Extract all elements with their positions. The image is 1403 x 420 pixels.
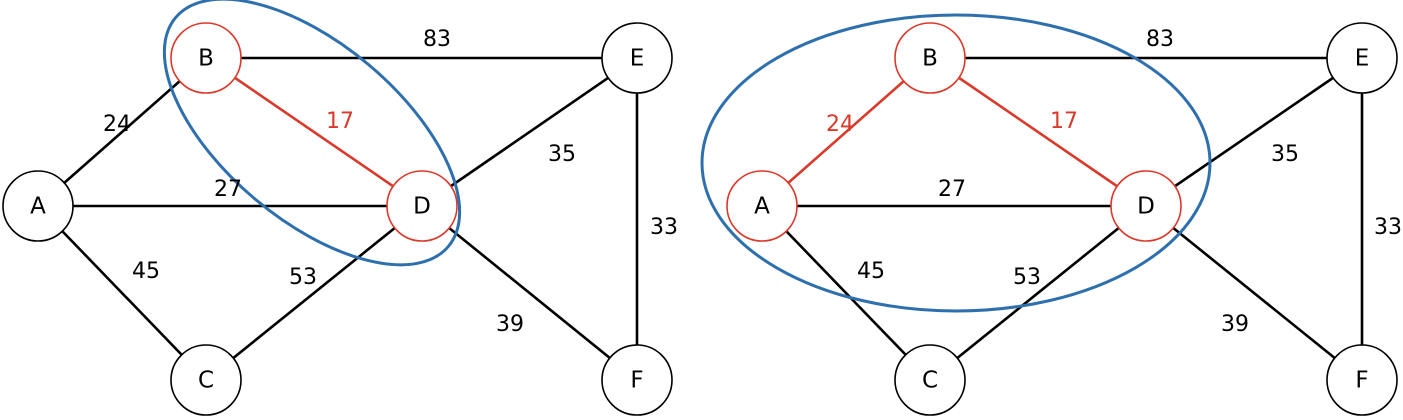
edge-d-f [1144, 204, 1364, 382]
edge-c-d [204, 204, 424, 382]
node-label: E [630, 46, 645, 72]
node-label: E [1355, 46, 1370, 72]
edge-d-e [420, 56, 639, 208]
node-label: B [198, 46, 214, 72]
edge-weight-d-f: 39 [1221, 312, 1249, 337]
node-circle [894, 344, 966, 416]
node-a: A [2, 170, 74, 242]
edge-a-b [760, 56, 932, 208]
edge-weight-e-f: 33 [1374, 215, 1402, 240]
edge-weight-b-d: 17 [1050, 109, 1078, 134]
node-label: D [413, 194, 431, 220]
edge-weight-d-f: 39 [496, 312, 524, 337]
node-label: C [198, 368, 214, 394]
edge-a-b [36, 56, 208, 208]
graph-panel-left: B E A D C F 83 24 17 27 35 33 45 53 39 [2, 0, 678, 416]
edge-weight-c-d: 53 [1013, 265, 1041, 290]
node-d: D [1110, 170, 1182, 242]
node-a: A [726, 170, 798, 242]
edge-d-f [420, 204, 639, 382]
node-f: F [1326, 344, 1398, 416]
node-label: C [922, 368, 938, 394]
edge-weight-d-e: 35 [1271, 142, 1299, 167]
node-d: D [386, 170, 458, 242]
cluster-ellipse [700, 13, 1212, 313]
node-circle [726, 170, 798, 242]
node-circle [1110, 170, 1182, 242]
edge-weight-e-f: 33 [650, 215, 678, 240]
edge-weight-a-b: 24 [103, 112, 131, 137]
node-label: F [1355, 368, 1368, 394]
node-c: C [894, 344, 966, 416]
edge-a-c [760, 204, 932, 382]
node-circle [386, 170, 458, 242]
edge-weight-a-c: 45 [857, 259, 885, 284]
node-label: B [922, 46, 938, 72]
edge-b-d [928, 56, 1148, 208]
node-label: F [630, 368, 643, 394]
edge-weight-c-d: 53 [289, 265, 317, 290]
node-circle [170, 22, 242, 94]
edge-weight-d-e: 35 [548, 142, 576, 167]
edge-b-d [204, 56, 424, 208]
node-b: B [894, 22, 966, 94]
node-c: C [170, 344, 242, 416]
edge-weight-a-c: 45 [132, 259, 160, 284]
edge-weight-a-b: 24 [826, 112, 854, 137]
edge-weight-b-d: 17 [326, 109, 354, 134]
node-circle [1326, 344, 1398, 416]
node-f: F [601, 344, 673, 416]
node-b: B [170, 22, 242, 94]
node-label: A [754, 194, 770, 220]
edge-c-d [928, 204, 1148, 382]
node-circle [2, 170, 74, 242]
cluster-ellipse [162, 0, 462, 267]
node-circle [601, 344, 673, 416]
node-circle [894, 22, 966, 94]
edge-weight-b-e: 83 [1146, 27, 1174, 52]
node-circle [1326, 22, 1398, 94]
node-e: E [1326, 22, 1398, 94]
edge-a-c [36, 204, 208, 382]
graph-panel-right: B E A D C F 83 24 17 27 35 33 45 53 39 [700, 13, 1402, 416]
node-e: E [601, 22, 673, 94]
node-circle [601, 22, 673, 94]
edge-weight-a-d: 27 [938, 177, 966, 202]
node-label: A [30, 194, 46, 220]
node-label: D [1137, 194, 1155, 220]
node-circle [170, 344, 242, 416]
edge-d-e [1144, 56, 1364, 208]
edge-weight-b-e: 83 [423, 27, 451, 52]
edge-weight-a-d: 27 [214, 177, 242, 202]
